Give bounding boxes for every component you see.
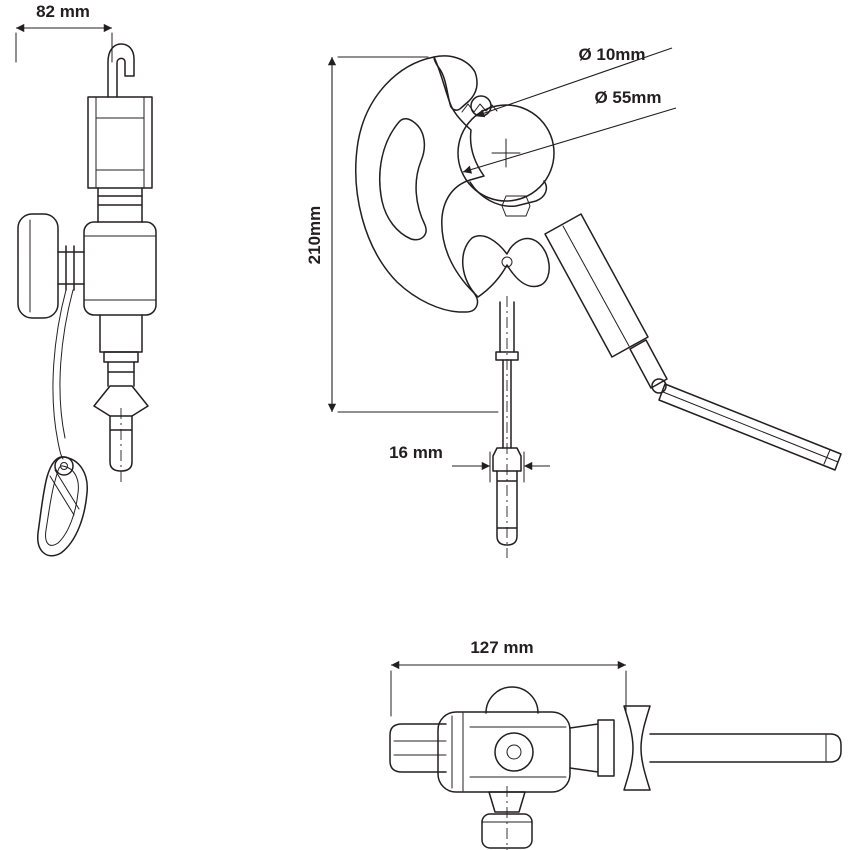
clamp-body-lines xyxy=(451,712,567,792)
extension-lines xyxy=(489,451,525,483)
wing-handle-hub xyxy=(501,256,513,268)
dim-spigot-diameter: 16 mm xyxy=(389,443,550,483)
collar xyxy=(103,351,139,363)
upper-body-details xyxy=(95,96,145,189)
top-view: 127 mm xyxy=(389,638,842,850)
carabiner-outer xyxy=(37,456,88,557)
extension-lines xyxy=(337,56,499,413)
dim-label-height: 210mm xyxy=(305,206,324,265)
arm-connector-top-view xyxy=(569,719,615,777)
swivel-body xyxy=(83,221,157,316)
pivot-bolt xyxy=(651,378,667,394)
extension-lines xyxy=(15,32,113,63)
dim-front-width: 82 mm xyxy=(15,2,113,63)
dim-label-spigot: 16 mm xyxy=(389,443,443,462)
spigot-stem-lower xyxy=(502,359,512,449)
clamp-cutout xyxy=(379,118,427,241)
knob-stem xyxy=(57,245,85,291)
lever-bar-details xyxy=(662,391,839,465)
dim-tube-diameter: Ø 55mm xyxy=(462,88,677,174)
lever-bar xyxy=(658,383,842,471)
jaw-bolt xyxy=(501,195,531,217)
arm-rod xyxy=(629,339,668,389)
clamp-body-top-view xyxy=(437,711,571,793)
mid-connector xyxy=(97,187,143,223)
swivel-body-lines xyxy=(83,235,157,301)
dim-top-width: 127 mm xyxy=(390,638,627,717)
side-knob xyxy=(17,213,59,319)
dim-hole-diameter: Ø 10mm xyxy=(475,45,673,118)
clamp-beak xyxy=(433,55,478,111)
side-view: 210mm Ø 10mm xyxy=(305,45,842,558)
spigot-neck-top-view xyxy=(488,791,526,813)
spigot-bulge xyxy=(492,447,522,472)
leader-line xyxy=(475,47,673,118)
top-hook xyxy=(107,43,135,98)
wing-handle xyxy=(461,235,550,298)
clamp-bump xyxy=(485,686,539,714)
narrow-tube xyxy=(107,361,135,387)
circle-center-cross xyxy=(491,138,521,168)
clamp-arm xyxy=(544,213,649,358)
leader-line xyxy=(462,107,677,174)
lever-bar-top-view xyxy=(649,733,842,763)
lower-tube xyxy=(99,314,143,353)
wing-nut-top-view xyxy=(623,705,651,791)
grip-serrations xyxy=(461,103,498,113)
carabiner-gate xyxy=(49,469,80,516)
hole-circle-10mm xyxy=(470,95,492,117)
clamp-arm-line xyxy=(562,225,630,347)
swivel-circle xyxy=(494,732,534,772)
swivel-hub xyxy=(506,744,522,760)
tube-circle-55mm xyxy=(457,104,555,202)
dim-label-hole: Ø 10mm xyxy=(578,45,645,64)
extension-lines xyxy=(390,670,627,717)
safety-cable xyxy=(52,289,74,460)
front-view: 82 mm xyxy=(15,2,157,557)
lower-jaw xyxy=(469,180,548,207)
dim-label-top-width: 127 mm xyxy=(470,638,533,657)
dim-height: 210mm xyxy=(305,56,499,413)
carabiner-inner xyxy=(45,465,79,546)
dim-label-front-width: 82 mm xyxy=(36,2,90,21)
hook-top-view xyxy=(389,723,447,773)
dim-label-tube: Ø 55mm xyxy=(594,88,661,107)
upper-body xyxy=(87,96,153,189)
spigot-stem-upper xyxy=(499,301,515,353)
